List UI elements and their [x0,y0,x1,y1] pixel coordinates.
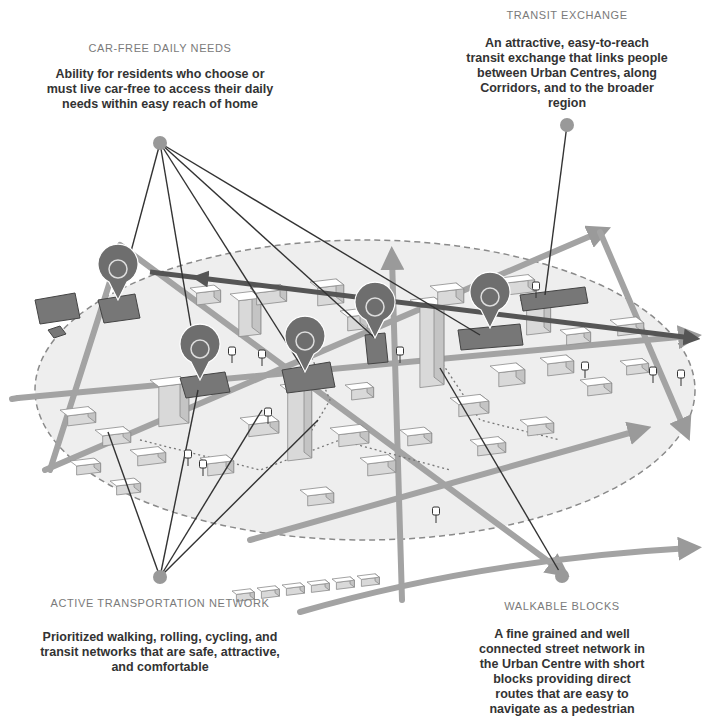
bus-stop [433,507,440,515]
stop-pole [536,290,537,298]
stop-pole [262,358,263,366]
stop-pole [681,378,682,386]
bus-stop [200,460,207,468]
building-roof [580,377,612,386]
bus-stop [650,367,657,375]
map-pin [285,316,325,372]
leader-lines [108,125,567,577]
pin-icon [191,340,209,358]
building-roof [307,580,329,586]
stop-pole [203,468,204,476]
callout-dots [153,118,574,584]
callout-text: Ability for residents who choose or must… [43,67,278,112]
bus-stop [678,370,685,378]
building-roof [620,358,649,366]
pin-icon [296,332,314,350]
building-roof [430,283,464,292]
map-pin [470,272,510,328]
bus-stop [265,408,272,416]
building-roof [470,437,506,446]
building-roof [560,327,591,335]
map-pin [355,282,395,338]
street-network [12,232,690,612]
destination-pins [98,244,510,380]
callout-heading: WALKABLE BLOCKS [462,599,662,613]
pin-icon [481,288,499,306]
transit-line [200,278,692,338]
building-roof [490,363,525,373]
building-roof [232,589,254,595]
bus-stop [229,347,236,355]
building-roof [70,458,101,466]
building-roof [190,285,221,293]
building-roof [357,574,379,580]
stop-pole [585,370,586,378]
building-roof [240,414,279,424]
bus-stop [533,282,540,290]
stop-pole [436,515,437,523]
bus-stop [185,450,192,458]
building-roof [130,447,166,456]
bus-stop [397,347,404,355]
building-roof [400,427,432,436]
building-roof [60,407,96,416]
building-roof [345,382,374,390]
pin-icon [109,260,127,278]
transit-line [150,272,200,278]
building-roof [360,455,396,464]
building-face [304,382,312,458]
transit-stops [185,282,685,523]
building-roof [282,583,304,589]
building-roof [520,417,554,426]
bus-stop [582,362,589,370]
building-roof [300,487,334,496]
building-roof [95,427,131,436]
building-roof [257,586,279,592]
building-roof [540,355,574,364]
callout-heading: CAR-FREE DAILY NEEDS [40,41,280,55]
callout-text: A fine grained and well connected street… [475,627,650,717]
stop-pole [653,375,654,383]
pin-icon [366,298,384,316]
building-roof [330,424,369,434]
building-roof [332,577,354,583]
building-roof [610,317,644,326]
stop-pole [268,416,269,424]
callout-text: An attractive, easy-to-reach transit exc… [465,36,670,111]
callout-heading: ACTIVE TRANSPORTATION NETWORK [45,596,275,610]
map-pin [98,244,138,300]
callout-heading: TRANSIT EXCHANGE [457,8,677,22]
stop-pole [188,458,189,466]
map-pin [180,324,220,380]
bus-stop [259,350,266,358]
stop-pole [232,355,233,363]
callout-text: Prioritized walking, rolling, cycling, a… [33,630,288,675]
stop-pole [400,355,401,363]
